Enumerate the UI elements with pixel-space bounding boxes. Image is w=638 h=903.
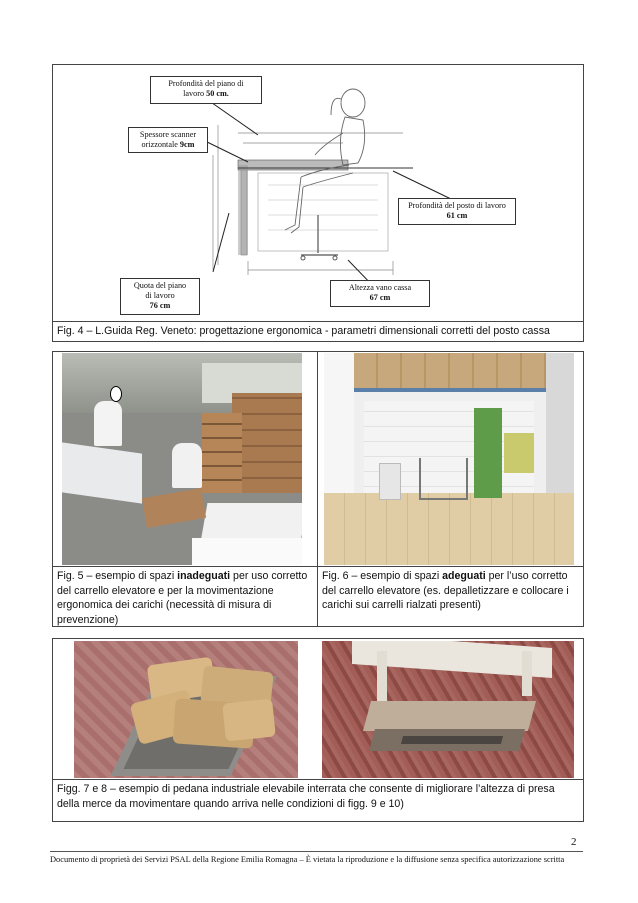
page-number: 2 <box>571 836 577 848</box>
callout-work-surface-depth: Profondità del piano di lavoro 50 cm. <box>150 76 262 104</box>
footer-copyright-notice: Documento di proprietà dei Servizi PSAL … <box>50 855 565 864</box>
figure-4-caption: Fig. 4 – L.Guida Reg. Veneto: progettazi… <box>57 325 550 337</box>
figure-8-photo-sunken-lift-platform <box>322 641 574 778</box>
callout-cash-compartment-height: Altezza vano cassa 67 cm <box>330 280 430 307</box>
figure-7-photo-sunken-lift-with-sacks <box>74 641 298 778</box>
figure-7-8-caption: Figg. 7 e 8 – esempio di pedana industri… <box>57 783 555 810</box>
ergonomic-workstation-drawing <box>202 88 452 289</box>
figure-5-photo-inadequate-space <box>62 353 302 565</box>
figure-5-6-divider <box>317 351 318 626</box>
figure-5-caption: Fig. 5 – esempio di spazi inadeguati per… <box>57 570 308 626</box>
callout-work-surface-height: Quota del piano di lavoro 76 cm <box>120 278 200 315</box>
figure-6-caption: Fig. 6 – esempio di spazi adeguati per l… <box>322 570 569 611</box>
figure-6-photo-adequate-space <box>324 353 574 565</box>
callout-workstation-depth: Profondità del posto di lavoro 61 cm <box>398 198 516 225</box>
figure-7-8-caption-divider <box>52 779 583 780</box>
callout-scanner-thickness: Spessore scanner orizzontale 9cm <box>128 127 208 153</box>
figure-4-caption-divider <box>52 321 583 322</box>
footer-rule <box>50 851 583 852</box>
figure-5-6-caption-divider <box>52 566 583 567</box>
